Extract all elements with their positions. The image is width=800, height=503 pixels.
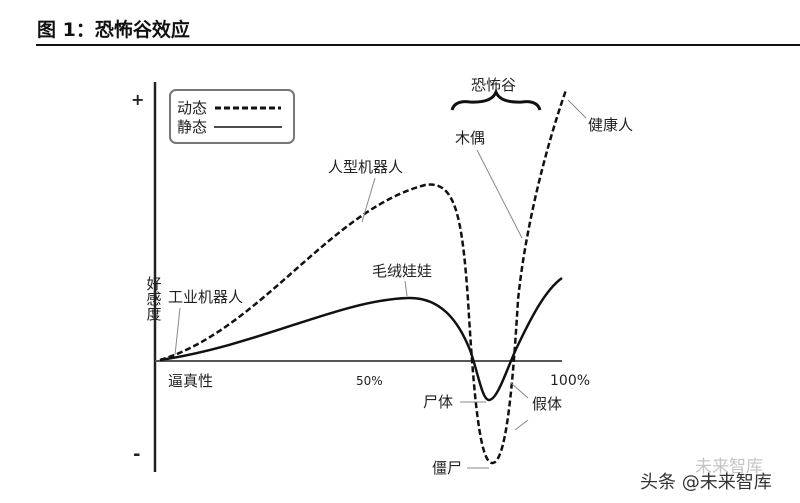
valley-brace: [450, 87, 542, 111]
title-rule: [36, 44, 800, 46]
legend-static: 静态: [177, 118, 207, 136]
y-minus: -: [133, 444, 140, 465]
leader-puppet: [476, 149, 523, 239]
label-prosthetic: 假体: [532, 395, 562, 413]
leader-prosthetic-1: [510, 382, 529, 399]
leader-toy: [404, 280, 408, 297]
label-industrial-robot: 工业机器人: [168, 288, 243, 306]
dynamic-curve: [159, 89, 568, 465]
watermark-bottom: 头条 @未来智库: [640, 472, 772, 493]
watermark-top: 未来智库: [695, 457, 763, 477]
label-puppet: 木偶: [455, 129, 485, 147]
leader-healthy: [567, 99, 587, 119]
label-humanoid-robot: 人型机器人: [328, 158, 403, 176]
leader-humanoid: [361, 177, 376, 223]
leader-prosthetic-2: [514, 419, 529, 431]
leader-industrial: [174, 307, 181, 356]
x-mid-tick: 50%: [356, 374, 383, 388]
label-valley: 恐怖谷: [471, 76, 516, 94]
y-plus: +: [131, 90, 144, 109]
x-label: 逼真性: [168, 372, 213, 390]
legend-dynamic: 动态: [177, 99, 207, 117]
static-curve: [159, 276, 563, 402]
label-corpse: 尸体: [423, 393, 453, 411]
figure-title: 图 1：恐怖谷效应: [37, 19, 190, 41]
x-end-tick: 100%: [550, 373, 590, 389]
label-zombie: 僵尸: [432, 459, 462, 477]
label-healthy-person: 健康人: [588, 116, 633, 134]
label-stuffed-toy: 毛绒娃娃: [372, 262, 432, 280]
legend-box: [169, 89, 295, 144]
